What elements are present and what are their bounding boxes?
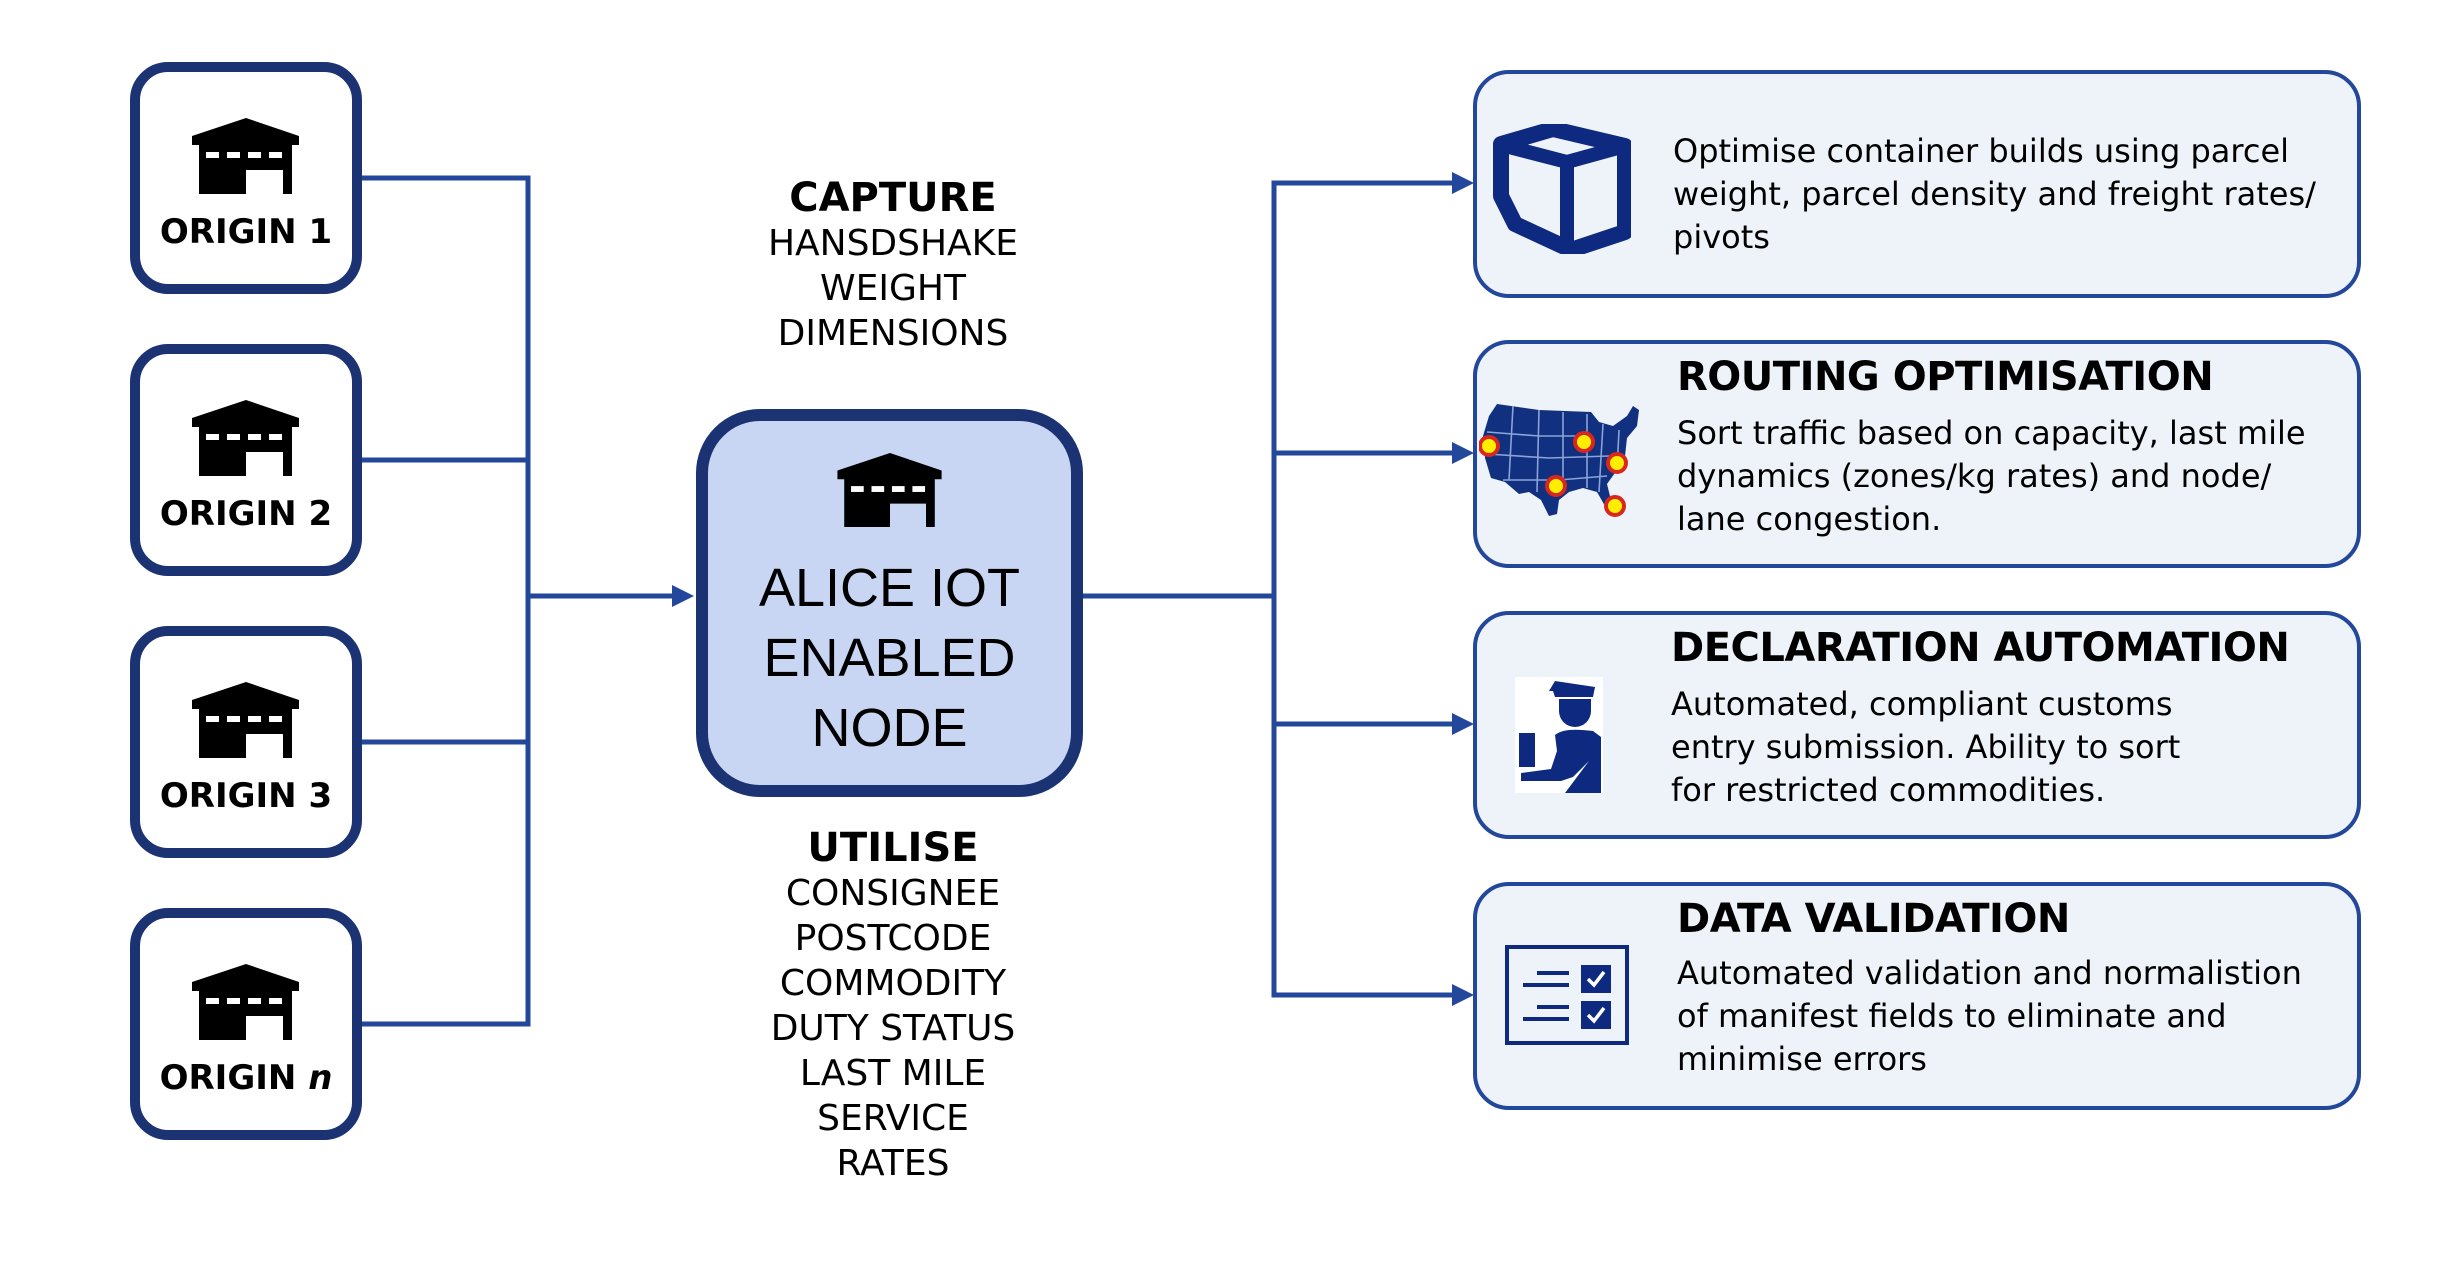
origin-1-node[interactable]: ORIGIN 1 xyxy=(130,62,362,294)
node-name-line: NODE xyxy=(811,698,968,758)
map-pin xyxy=(1604,495,1626,517)
capture-heading: CAPTURE xyxy=(789,175,997,221)
utilise-item: SERVICE xyxy=(817,1098,969,1139)
warehouse-icon xyxy=(191,964,301,1040)
map-pin xyxy=(1479,435,1500,457)
card-title: DATA VALIDATION xyxy=(1677,896,2070,942)
utilise-heading: UTILISE xyxy=(807,825,979,871)
alice-iot-node[interactable]: ALICE IOT ENABLED NODE xyxy=(696,409,1083,797)
card-description: Optimise container builds using parcel w… xyxy=(1673,132,2316,256)
origin-label-variable: n xyxy=(308,1058,333,1098)
output-3-arrowhead xyxy=(1452,713,1474,735)
card-title: DECLARATION AUTOMATION xyxy=(1671,625,2290,671)
warehouse-icon xyxy=(191,118,301,194)
output-1-arrowhead xyxy=(1452,172,1474,194)
node-name-line: ALICE IOT xyxy=(758,558,1021,618)
node-name-line: ENABLED xyxy=(763,628,1016,688)
utilise-item: RATES xyxy=(836,1143,950,1184)
origin-label: ORIGIN 1 xyxy=(159,212,333,252)
node-name: ALICE IOT ENABLED NODE xyxy=(759,553,1020,763)
origin-label-prefix: ORIGIN xyxy=(159,1058,297,1098)
checkbox-checked xyxy=(1581,1001,1611,1029)
output-card-data-validation[interactable]: DATA VALIDATION Automated validation and… xyxy=(1473,882,2361,1110)
origin-label: ORIGIN 2 xyxy=(159,494,333,534)
warehouse-icon xyxy=(191,682,301,758)
output-card-routing-optimisation[interactable]: ROUTING OPTIMISATION Sort traffic based … xyxy=(1473,340,2361,568)
output-card-container-builds[interactable]: Optimise container builds using parcel w… xyxy=(1473,70,2361,298)
customs-officer-icon xyxy=(1515,677,1603,793)
utilise-item: LAST MILE xyxy=(799,1053,987,1094)
origin-3-node[interactable]: ORIGIN 3 xyxy=(130,626,362,858)
checklist-icon xyxy=(1505,945,1629,1045)
map-pin xyxy=(1573,431,1595,453)
utilise-item: CONSIGNEE xyxy=(785,873,1001,914)
origin-label: ORIGIN 3 xyxy=(159,776,333,816)
card-description: Automated, compliant customs entry submi… xyxy=(1671,685,2181,809)
origin-n-node[interactable]: ORIGIN n xyxy=(130,908,362,1140)
utilise-item: POSTCODE xyxy=(794,918,992,959)
card-description: Sort traffic based on capacity, last mil… xyxy=(1677,414,2306,538)
output-2-arrowhead xyxy=(1452,442,1474,464)
capture-item: DIMENSIONS xyxy=(777,313,1009,354)
output-card-declaration-automation[interactable]: DECLARATION AUTOMATION Automated, compli… xyxy=(1473,611,2361,839)
capture-item: HANSDSHAKE xyxy=(767,223,1019,264)
capture-item: WEIGHT xyxy=(820,268,966,309)
capture-block: CAPTURE HANSDSHAKE WEIGHT DIMENSIONS xyxy=(693,176,1093,356)
utilise-block: UTILISE CONSIGNEE POSTCODE COMMODITY DUT… xyxy=(693,826,1093,1186)
warehouse-icon xyxy=(836,453,944,527)
us-map-pins-icon xyxy=(1479,404,1639,517)
parcel-box-icon xyxy=(1493,124,1631,254)
card-title: ROUTING OPTIMISATION xyxy=(1677,354,2214,400)
origin-2-node[interactable]: ORIGIN 2 xyxy=(130,344,362,576)
card-description: Automated validation and normalistion of… xyxy=(1677,954,2302,1078)
warehouse-icon xyxy=(191,400,301,476)
map-pin xyxy=(1545,475,1567,497)
checkbox-checked xyxy=(1581,965,1611,993)
utilise-item: DUTY STATUS xyxy=(770,1008,1016,1049)
origin-label: ORIGIN n xyxy=(160,1058,333,1098)
inbound-arrowhead xyxy=(672,585,694,607)
output-4-arrowhead xyxy=(1452,984,1474,1006)
utilise-item: COMMODITY xyxy=(779,963,1007,1004)
map-pin xyxy=(1606,452,1628,474)
